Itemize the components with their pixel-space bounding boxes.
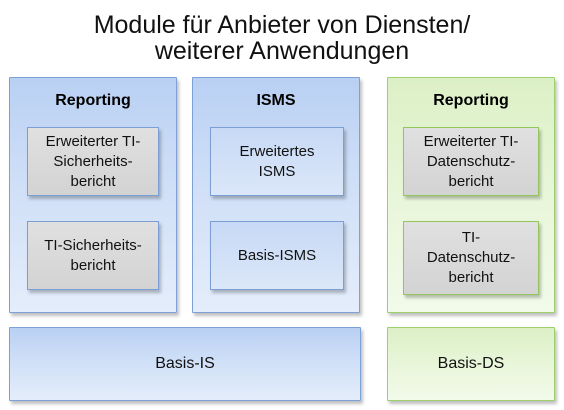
base-ds: Basis-DS bbox=[387, 327, 555, 401]
box-erweiterter-ti-sicherheitsbericht: Erweiterter TI- Sicherheits- bericht bbox=[27, 127, 159, 196]
diagram-title-line-2: weiterer Anwendungen bbox=[154, 37, 410, 65]
panel-isms-heading: ISMS bbox=[256, 92, 296, 109]
panel-isms: ISMS Erweitertes ISMS Basis-ISMS bbox=[192, 77, 360, 313]
box-ti-datenschutzbericht: TI- Datenschutz- bericht bbox=[403, 221, 539, 295]
panel-reporting-is-heading: Reporting bbox=[55, 92, 131, 109]
diagram-title-line-1: Module für Anbieter von Diensten/ bbox=[93, 11, 471, 39]
base-ds-label: Basis-DS bbox=[437, 355, 505, 372]
panel-reporting-ds: Reporting Erweiterter TI- Datenschutz- b… bbox=[387, 77, 555, 313]
panel-reporting-is: Reporting Erweiterter TI- Sicherheits- b… bbox=[9, 77, 177, 313]
box-erweitertes-isms: Erweitertes ISMS bbox=[210, 127, 344, 196]
base-is: Basis-IS bbox=[9, 327, 361, 401]
box-ti-sicherheitsbericht: TI-Sicherheits- bericht bbox=[27, 221, 159, 290]
panel-reporting-ds-heading: Reporting bbox=[433, 92, 509, 109]
base-is-label: Basis-IS bbox=[155, 355, 215, 372]
diagram-title: Module für Anbieter von Diensten/ weiter… bbox=[0, 12, 564, 64]
box-erweiterter-ti-datenschutzbericht: Erweiterter TI- Datenschutz- bericht bbox=[403, 127, 539, 196]
box-basis-isms: Basis-ISMS bbox=[210, 221, 344, 290]
